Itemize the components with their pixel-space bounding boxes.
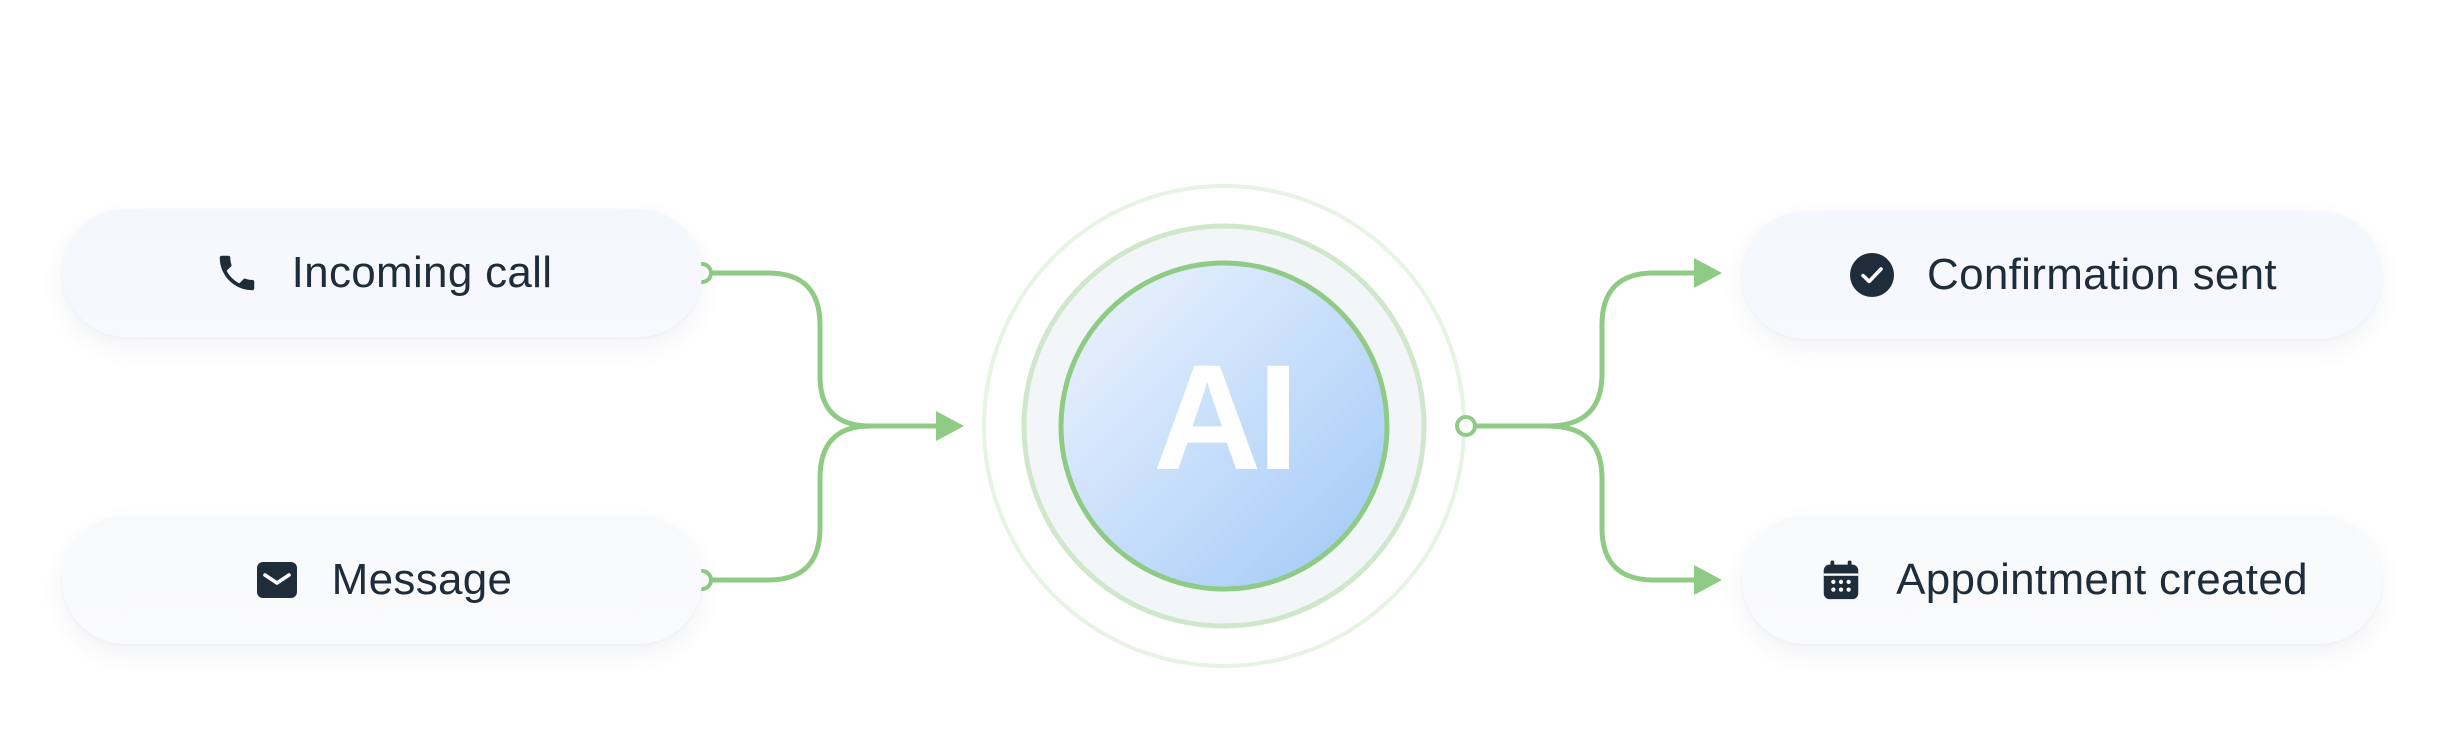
calendar-icon — [1816, 555, 1866, 605]
connector-confirmation-sent — [1471, 270, 1703, 429]
envelope-icon — [252, 555, 302, 605]
input-label: Message — [331, 555, 513, 604]
output-appointment-created: Appointment created — [1742, 516, 2382, 644]
input-label: Incoming call — [291, 248, 553, 297]
connector-appointment-created — [1471, 423, 1703, 583]
phone-icon — [212, 248, 262, 298]
port-hub-output — [1455, 415, 1477, 437]
input-message: Message — [62, 516, 702, 644]
input-incoming-call: Incoming call — [62, 209, 702, 337]
output-label: Appointment created — [1896, 555, 2308, 604]
hub-label: AI — [1153, 333, 1299, 501]
arrow-confirmation-sent — [1694, 258, 1722, 288]
connector-incoming-call — [707, 270, 943, 429]
hub-core — [1058, 260, 1390, 592]
check-circle-icon — [1847, 250, 1897, 300]
arrow-into-hub — [936, 411, 964, 441]
output-label: Confirmation sent — [1927, 250, 2277, 299]
connector-message — [707, 423, 943, 583]
output-confirmation-sent: Confirmation sent — [1742, 211, 2382, 339]
arrow-appointment-created — [1694, 565, 1722, 595]
